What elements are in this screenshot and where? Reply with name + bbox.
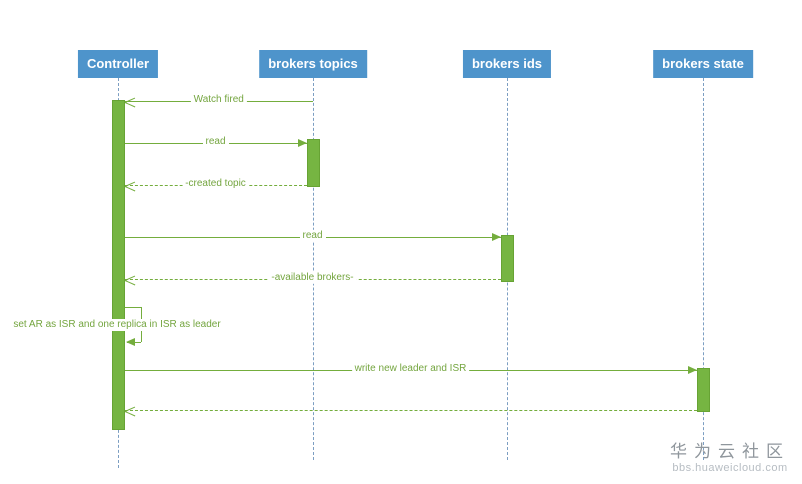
message-label: read — [202, 135, 229, 148]
message-label: read — [299, 229, 326, 242]
message-line — [124, 410, 697, 411]
participant-label: Controller — [86, 56, 150, 71]
self-message-label: set AR as ISR and one replica in ISR as … — [10, 319, 224, 331]
watermark-text: 华为云社区 — [670, 442, 790, 461]
participant-label: brokers topics — [268, 56, 358, 71]
message-arrowhead — [297, 139, 307, 147]
self-message-top — [124, 307, 141, 308]
message-label: write new leader and ISR — [351, 362, 470, 375]
activation-bar-brokers-ids — [500, 235, 514, 282]
participant-box-brokers-ids: brokers ids — [462, 50, 552, 78]
participant-label: brokers ids — [471, 56, 543, 71]
self-message-arrowhead — [125, 337, 135, 346]
message-label: -available brokers- — [268, 271, 357, 284]
participant-box-brokers-state: brokers state — [653, 50, 753, 78]
message-label: -created topic — [182, 177, 249, 190]
message-arrowhead — [491, 233, 501, 241]
activation-bar-brokers-state — [696, 368, 710, 412]
watermark-url: bbs.huaweicloud.com — [672, 462, 788, 474]
participant-box-controller: Controller — [77, 50, 159, 78]
lifeline-brokers-state — [702, 78, 704, 460]
message-label: Watch fired — [190, 93, 247, 106]
message-arrowhead — [125, 96, 137, 108]
message-arrowhead — [687, 366, 697, 374]
message-arrowhead — [125, 274, 137, 286]
activation-bar-controller — [111, 100, 125, 430]
lifeline-brokers-topics — [312, 78, 314, 460]
watermark: 华为云社区 bbs.huaweicloud.com — [670, 442, 790, 475]
message-arrowhead — [125, 405, 137, 417]
participant-box-brokers-topics: brokers topics — [259, 50, 367, 78]
activation-bar-brokers-topics — [306, 139, 320, 187]
participant-label: brokers state — [662, 56, 744, 71]
message-arrowhead — [125, 180, 137, 192]
